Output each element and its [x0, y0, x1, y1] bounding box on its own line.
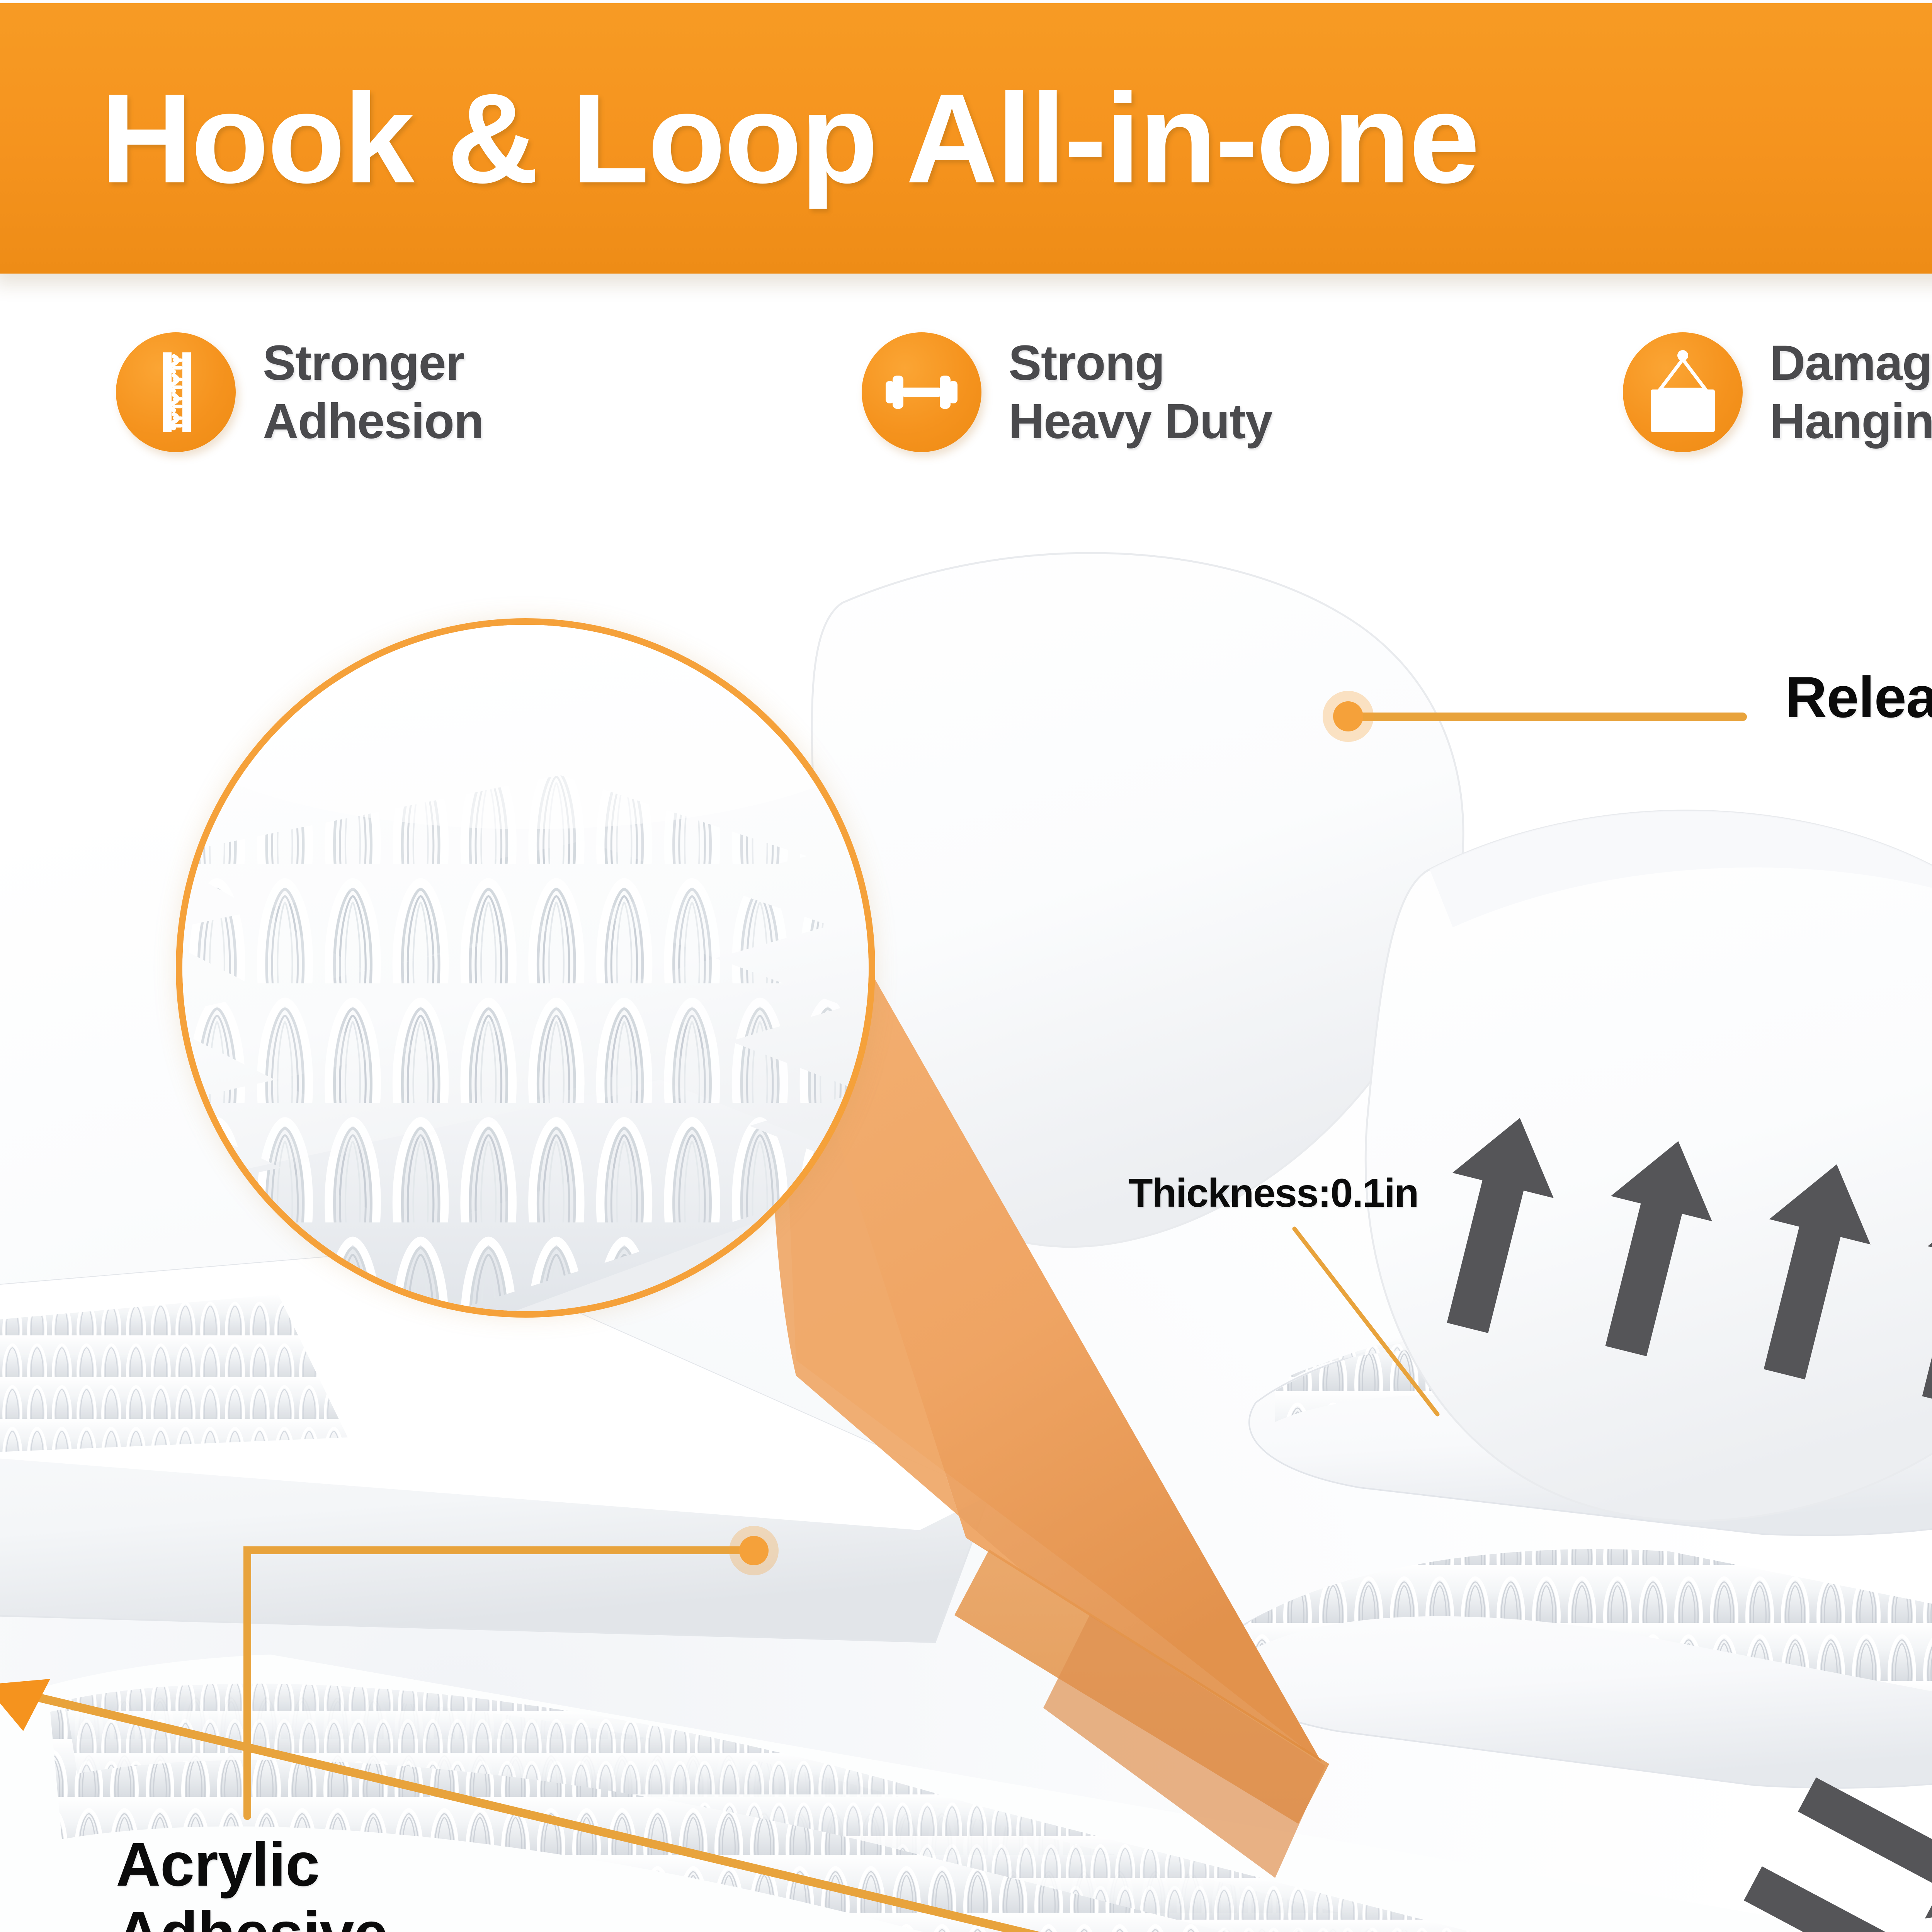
- dumbbell-icon: [862, 332, 981, 452]
- feature-label: Strong Heavy Duty: [1009, 335, 1273, 449]
- acrylic-adhesive-label: Acrylic Adhesive: [116, 1830, 388, 1932]
- hook-loop-strip-icon: [116, 332, 236, 452]
- page-title: Hook & Loop All-in-one: [100, 67, 1480, 209]
- release-paper-marker-dot: [1323, 691, 1374, 742]
- feature-strong-heavy-duty: Strong Heavy Duty: [862, 332, 1273, 452]
- magnified-hook-loop-inset: [176, 618, 875, 1318]
- magnified-fibers: [182, 625, 869, 1311]
- release-paper-label: Release Paper: [1785, 665, 1932, 730]
- feature-badge-row: Stronger Adhesion Strong Heavy Duty: [0, 321, 1932, 537]
- feature-stronger-adhesion: Stronger Adhesion: [116, 332, 484, 452]
- acrylic-adhesive-marker-dot: [729, 1526, 779, 1575]
- header-banner: Hook & Loop All-in-one: [0, 3, 1932, 274]
- feature-damage-free-hanging: Damage Free Hanging: [1623, 332, 1932, 452]
- thickness-label: Thickness:0.1in: [1128, 1171, 1419, 1216]
- feature-label: Damage Free Hanging: [1770, 335, 1932, 449]
- hanging-frame-icon: [1623, 332, 1743, 452]
- feature-label: Stronger Adhesion: [263, 335, 484, 449]
